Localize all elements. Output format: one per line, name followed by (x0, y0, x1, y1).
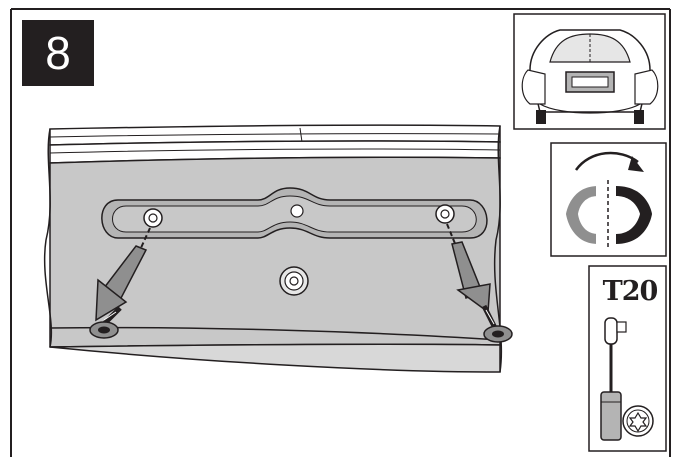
rotate-clockwise-icon (550, 142, 667, 257)
left-removal-arrow (95, 227, 151, 322)
right-screw (481, 304, 513, 343)
right-removal-arrow (446, 223, 491, 314)
torx-screwdriver-icon (588, 265, 667, 452)
plate-light-housing (101, 187, 488, 239)
left-screw (89, 306, 122, 339)
step-number-badge: 8 (22, 20, 94, 86)
tool-size-label: T20 (602, 276, 659, 307)
page-frame (10, 8, 671, 457)
car-rear-view-icon (513, 13, 666, 130)
lock-cylinder (279, 266, 309, 296)
